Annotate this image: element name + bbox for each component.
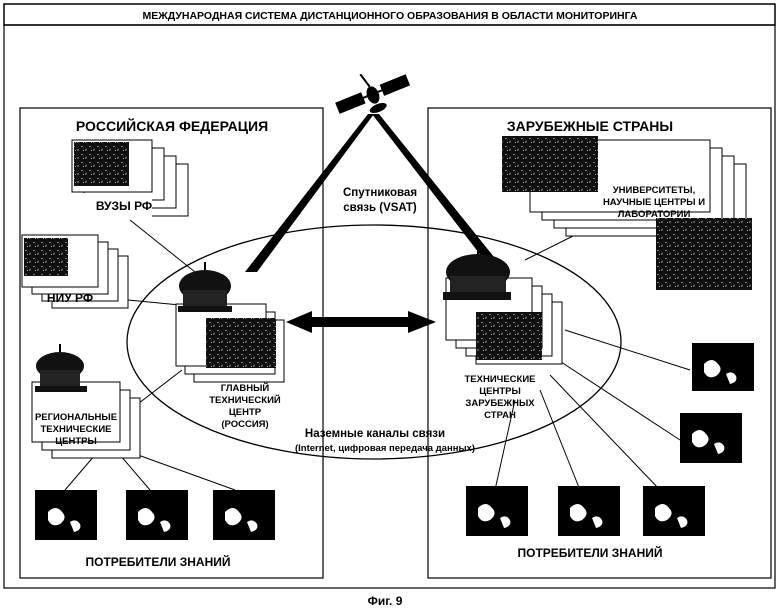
foreign-universities-line-1: УНИВЕРСИТЕТЫ, — [613, 185, 695, 196]
link-universities — [129, 219, 206, 281]
regional-centers-block: РЕГИОНАЛЬНЫЕ ТЕХНИЧЕСКИЕ ЦЕНТРЫ — [31, 344, 141, 459]
ground-channels-subtitle: (Internet, цифровая передача данных) — [295, 443, 475, 454]
consumers-label-right: ПОТРЕБИТЕЛИ ЗНАНИЙ — [517, 545, 662, 560]
foreign-centers-line-4: СТРАН — [484, 410, 516, 421]
foreign-universities-line-3: ЛАБОРАТОРИИ — [618, 209, 691, 220]
connector-lines — [64, 219, 691, 491]
map-thumbnail-icon — [680, 413, 742, 463]
foreign-centers-line-2: ЦЕНТРЫ — [479, 386, 521, 397]
foreign-universities-line-2: НАУЧНЫЕ ЦЕНТРЫ И — [603, 197, 705, 208]
main-center-line-3: ЦЕНТР — [229, 407, 262, 418]
foreign-technical-centers-block: ТЕХНИЧЕСКИЕ ЦЕНТРЫ ЗАРУБЕЖНЫХ СТРАН — [443, 246, 563, 421]
photo-thumbnail — [502, 136, 598, 192]
main-technical-center-block: ГЛАВНЫЙ ТЕХНИЧЕСКИЙ ЦЕНТР (РОССИЯ) — [175, 262, 285, 430]
consumer-maps-right — [466, 343, 754, 536]
satellite-icon — [335, 73, 411, 114]
satellite-link-label-2: связь (VSAT) — [343, 202, 417, 214]
satellite-link-label-1: Спутниковая — [343, 187, 417, 199]
universities-label: ВУЗЫ РФ — [96, 199, 152, 213]
map-thumbnail-icon — [213, 490, 275, 540]
ground-channels-title: Наземные каналы связи — [305, 428, 445, 440]
diagram-title: МЕЖДУНАРОДНАЯ СИСТЕМА ДИСТАНЦИОННОГО ОБР… — [143, 10, 638, 22]
link-consumer-l3 — [137, 454, 236, 491]
bidirectional-arrow-icon — [286, 311, 436, 333]
beam-left — [245, 114, 374, 272]
map-thumbnail-icon — [692, 343, 754, 391]
photo-thumbnail — [24, 238, 68, 276]
link-consumer-r2 — [557, 359, 681, 441]
research-institutes-block: НИУ РФ — [21, 234, 129, 309]
link-foreign-universities — [524, 234, 576, 261]
panel-heading: ЗАРУБЕЖНЫЕ СТРАНЫ — [507, 118, 673, 134]
regional-centers-line-3: ЦЕНТРЫ — [55, 436, 97, 447]
consumer-maps-left — [35, 490, 275, 540]
consumers-label-left: ПОТРЕБИТЕЛИ ЗНАНИЙ — [85, 554, 230, 569]
link-consumer-r5 — [494, 399, 516, 491]
satellite-beams — [245, 114, 494, 272]
network-ellipse — [126, 224, 622, 460]
regional-centers-line-2: ТЕХНИЧЕСКИЕ — [41, 424, 112, 435]
regional-centers-line-1: РЕГИОНАЛЬНЫЕ — [35, 412, 117, 423]
map-thumbnail-icon — [558, 486, 620, 536]
main-center-line-1: ГЛАВНЫЙ — [221, 382, 270, 394]
antenna-icon — [443, 246, 511, 300]
link-consumer-r1 — [564, 329, 691, 371]
outer-frame — [3, 24, 776, 589]
panel-heading: РОССИЙСКАЯ ФЕДЕРАЦИЯ — [76, 117, 268, 134]
antenna-icon — [178, 262, 232, 312]
foreign-universities-block: УНИВЕРСИТЕТЫ, НАУЧНЫЕ ЦЕНТРЫ И ЛАБОРАТОР… — [502, 136, 752, 290]
map-thumbnail-icon — [35, 490, 97, 540]
link-consumer-l1 — [64, 454, 96, 491]
beam-right — [372, 114, 494, 257]
photo-thumbnail — [206, 318, 276, 368]
link-consumer-r3 — [539, 389, 581, 491]
research-institutes-label: НИУ РФ — [47, 291, 93, 305]
antenna-icon — [35, 344, 87, 392]
photo-thumbnail — [74, 142, 129, 186]
foreign-centers-line-3: ЗАРУБЕЖНЫХ — [465, 398, 535, 409]
main-center-line-4: (РОССИЯ) — [221, 419, 268, 430]
map-thumbnail-icon — [643, 486, 705, 536]
map-thumbnail-icon — [126, 490, 188, 540]
link-consumer-r4 — [549, 374, 661, 491]
link-consumer-l2 — [119, 454, 151, 491]
map-thumbnail-icon — [466, 486, 528, 536]
link-research-institutes — [127, 299, 181, 306]
photo-thumbnail — [476, 312, 542, 360]
main-center-line-2: ТЕХНИЧЕСКИЙ — [209, 394, 281, 406]
russian-universities-block: ВУЗЫ РФ — [71, 139, 189, 217]
foreign-centers-line-1: ТЕХНИЧЕСКИЕ — [465, 374, 536, 385]
figure-caption: Фиг. 9 — [368, 594, 403, 608]
photo-thumbnail — [656, 218, 752, 290]
